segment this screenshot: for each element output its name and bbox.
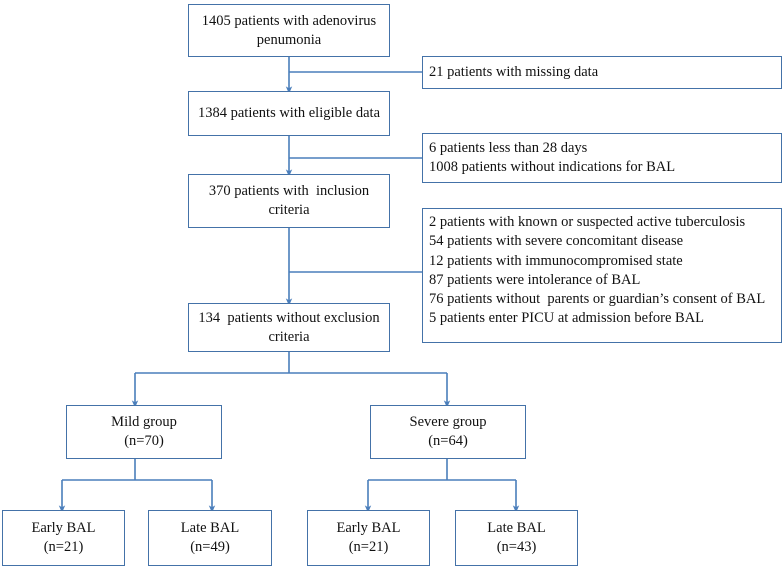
node-excluded-criteria: 2 patients with known or suspected activ… [422, 208, 782, 343]
node-missing-data: 21 patients with missing data [422, 56, 782, 89]
node-severe-early-bal: Early BAL (n=21) [307, 510, 430, 566]
node-mild-late-bal: Late BAL (n=49) [148, 510, 272, 566]
node-enrolled: 1405 patients with adenovirus penumonia [188, 4, 390, 57]
node-severe-late-bal: Late BAL (n=43) [455, 510, 578, 566]
node-mild-group: Mild group (n=70) [66, 405, 222, 459]
node-without-exclusion: 134 patients without exclusion criteria [188, 303, 390, 352]
node-eligible: 1384 patients with eligible data [188, 91, 390, 136]
node-inclusion: 370 patients with inclusion criteria [188, 174, 390, 228]
node-mild-early-bal: Early BAL (n=21) [2, 510, 125, 566]
node-severe-group: Severe group (n=64) [370, 405, 526, 459]
node-excluded-pre: 6 patients less than 28 days 1008 patien… [422, 133, 782, 183]
